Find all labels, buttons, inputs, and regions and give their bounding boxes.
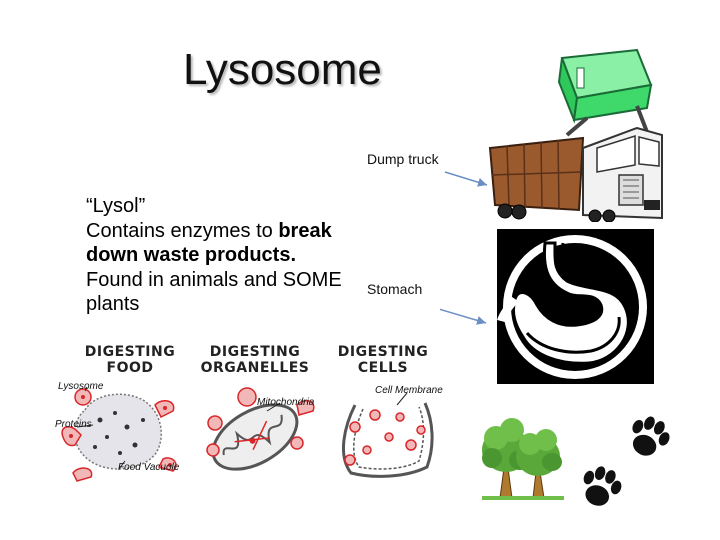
body-line-2: Contains enzymes to break (86, 219, 332, 242)
lysosome-digestion-diagram (61, 386, 434, 482)
body-text: “Lysol” Contains enzymes to break down w… (86, 194, 386, 317)
body-line-3: down waste products. (86, 244, 297, 266)
body-line-1: “Lysol” (86, 195, 146, 217)
stomach-caption: Stomach (367, 281, 423, 297)
label-food-vacuole: Food Vacuole (118, 462, 180, 473)
truck-bin (557, 48, 653, 124)
label-proteins: Proteins (55, 419, 92, 430)
stomach-icon (497, 229, 654, 384)
truck-arrow (444, 171, 488, 187)
truck-wheels (497, 203, 616, 222)
panel-label-digesting-food: DIGESTING FOOD (84, 344, 176, 376)
slide-title: Lysosome (183, 45, 382, 94)
paw-prints-icon (583, 416, 670, 506)
dump-truck-caption: Dump truck (367, 151, 439, 167)
mitochondrion (211, 403, 299, 471)
food-vacuole (74, 393, 163, 470)
label-lysosome: Lysosome (58, 381, 104, 392)
tree-right (516, 429, 562, 499)
stomach-arrow (440, 308, 487, 325)
dump-truck-illustration (488, 48, 663, 222)
panel-label-digesting-organelles: DIGESTING ORGANELLES (200, 344, 310, 376)
truck-cab (582, 126, 663, 220)
panel-label-digesting-cells: DIGESTING CELLS (337, 344, 429, 376)
trees-icon (482, 418, 564, 500)
label-cell-membrane: Cell Membrane (375, 385, 443, 396)
truck-body (488, 136, 585, 212)
body-line-4: Found in animals and SOME (86, 268, 342, 291)
paw-print-lower (583, 466, 622, 506)
paw-print-upper (632, 416, 670, 456)
label-mitochondria: Mitochondria (257, 397, 315, 408)
caption-arrows (440, 171, 488, 325)
body-line-5: plants (86, 293, 140, 315)
